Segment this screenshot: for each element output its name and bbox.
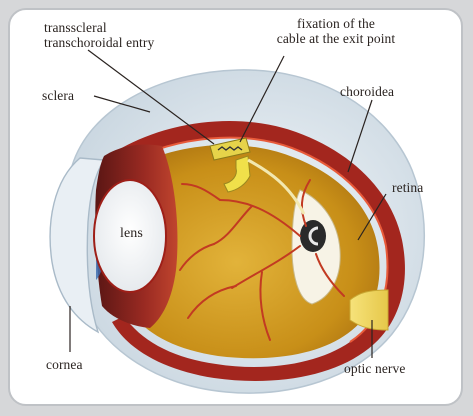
label-choroidea: choroidea <box>340 84 394 99</box>
label-transscleral-entry-line1: transscleral <box>44 20 154 35</box>
label-cornea: cornea <box>46 357 83 372</box>
label-sclera: sclera <box>42 88 74 103</box>
retinal-implant <box>300 220 326 252</box>
label-cable-fixation: fixation of the cable at the exit point <box>246 16 426 46</box>
label-transscleral-entry-line2: transchoroidal entry <box>44 35 154 50</box>
label-transscleral-entry: transscleral transchoroidal entry <box>44 20 154 50</box>
label-lens: lens <box>120 226 143 241</box>
label-retina: retina <box>392 180 423 195</box>
label-optic-nerve: optic nerve <box>344 361 405 376</box>
label-cable-fixation-line1: fixation of the <box>246 16 426 31</box>
label-cable-fixation-line2: cable at the exit point <box>246 31 426 46</box>
